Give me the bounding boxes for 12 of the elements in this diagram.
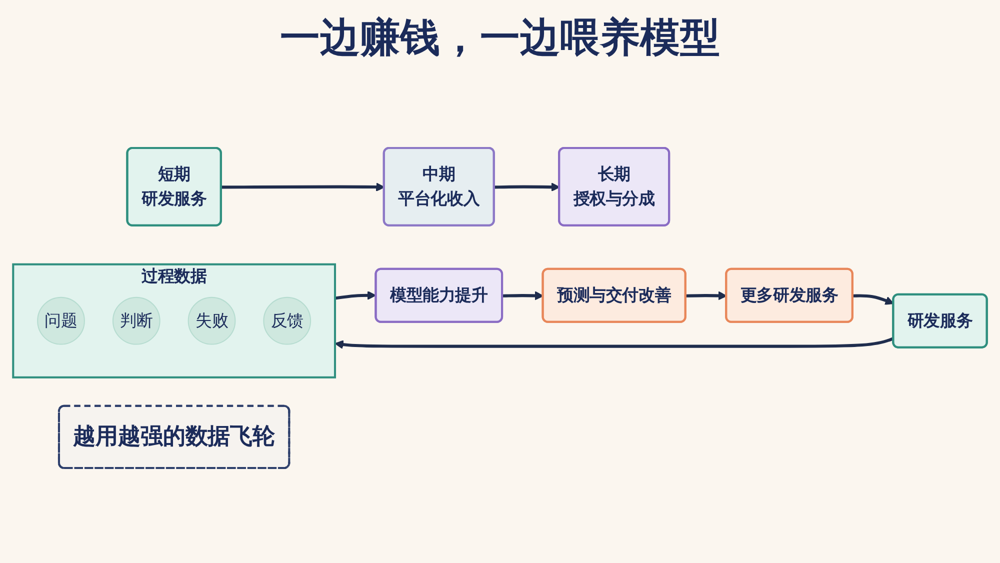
arrow: [852, 294, 894, 305]
arrow: [686, 291, 728, 300]
arrow: [502, 291, 544, 300]
arrow: [334, 337, 894, 350]
node-circle: 反馈: [263, 296, 312, 345]
title: 一边赚钱，一边喂养模型: [279, 14, 721, 63]
node-circle: 失败: [188, 296, 236, 345]
node-circle: 判断: [112, 296, 160, 345]
node-circle: 问题: [37, 296, 85, 345]
arrow: [334, 290, 376, 300]
arrow: [494, 182, 560, 192]
arrow: [221, 182, 385, 192]
